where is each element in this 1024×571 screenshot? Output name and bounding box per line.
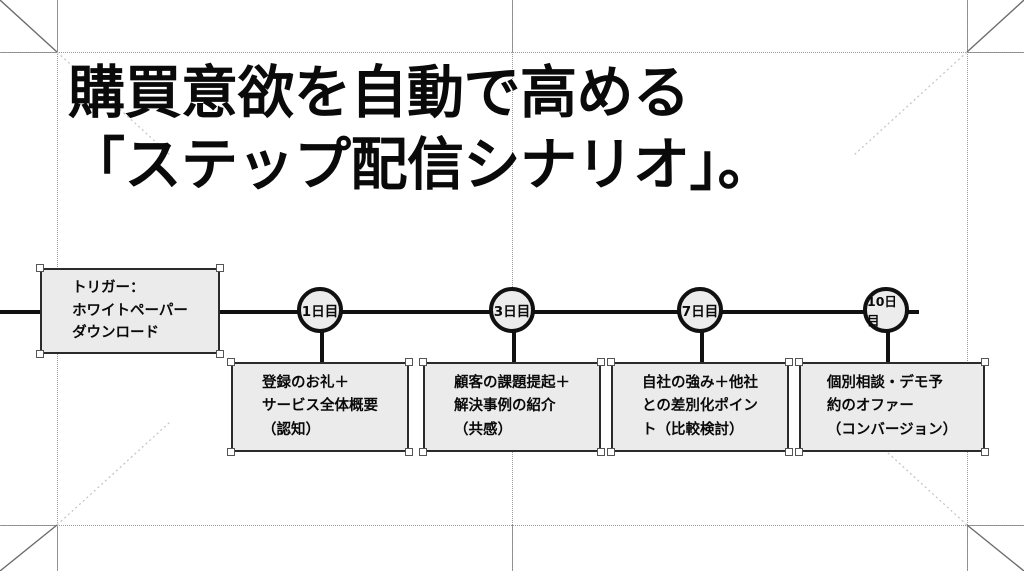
step-box-4[interactable]: 個別相談・デモ予 約のオファー （コンバージョン） [799,362,985,452]
step-2-handle-tr[interactable] [597,358,605,366]
step-3-handle-br[interactable] [785,448,793,456]
step-3-handle-tr[interactable] [785,358,793,366]
step-2-handle-bl[interactable] [419,448,427,456]
step-4-handle-br[interactable] [981,448,989,456]
trigger-box-label: トリガー： ホワイトペーパー ダウンロード [72,279,188,342]
trigger-handle-br[interactable] [216,350,224,358]
step-box-2[interactable]: 顧客の課題提起＋ 解決事例の紹介 （共感） [423,362,601,452]
timeline-node-4[interactable]: 10日目 [863,287,909,333]
step-1-handle-bl[interactable] [227,448,235,456]
step-1-handle-tl[interactable] [227,358,235,366]
timeline-node-1-label: 1日目 [301,304,339,320]
step-box-2-label: 顧客の課題提起＋ 解決事例の紹介 （共感） [454,374,570,438]
step-box-1-label: 登録のお礼＋ サービス全体概要 （認知） [262,374,378,438]
timeline-node-1[interactable]: 1日目 [297,287,343,333]
step-4-handle-tl[interactable] [795,358,803,366]
step-4-handle-tr[interactable] [981,358,989,366]
trigger-handle-tl[interactable] [36,264,44,272]
trigger-handle-tr[interactable] [216,264,224,272]
trigger-handle-bl[interactable] [36,350,44,358]
step-1-handle-br[interactable] [405,448,413,456]
drop-connector-3 [700,330,704,362]
timeline-node-3[interactable]: 7日目 [677,287,723,333]
step-box-4-label: 個別相談・デモ予 約のオファー （コンバージョン） [826,374,958,438]
step-box-3[interactable]: 自社の強み＋他社 との差別化ポイン ト（比較検討） [611,362,789,452]
drop-connector-1 [320,330,324,362]
drop-connector-4 [886,330,890,362]
step-2-handle-tl[interactable] [419,358,427,366]
drop-connector-2 [512,330,516,362]
timeline-node-2[interactable]: 3日目 [489,287,535,333]
trigger-connector [0,310,40,314]
step-4-handle-bl[interactable] [795,448,803,456]
step-3-handle-tl[interactable] [607,358,615,366]
guide-dotted-center [512,0,513,571]
timeline-node-2-label: 3日目 [493,304,531,320]
slide-title: 購買意欲を自動で高める 「ステップ配信シナリオ」。 [68,60,775,198]
step-box-3-label: 自社の強み＋他社 との差別化ポイン ト（比較検討） [642,374,758,438]
guide-dotted-right [967,0,968,571]
step-3-handle-bl[interactable] [607,448,615,456]
step-2-handle-br[interactable] [597,448,605,456]
timeline-rail [211,310,919,314]
trigger-box[interactable]: トリガー： ホワイトペーパー ダウンロード [40,268,220,354]
timeline-node-4-label: 10日目 [867,294,897,328]
step-1-handle-tr[interactable] [405,358,413,366]
timeline-node-3-label: 7日目 [681,304,719,320]
step-box-1[interactable]: 登録のお礼＋ サービス全体概要 （認知） [231,362,409,452]
